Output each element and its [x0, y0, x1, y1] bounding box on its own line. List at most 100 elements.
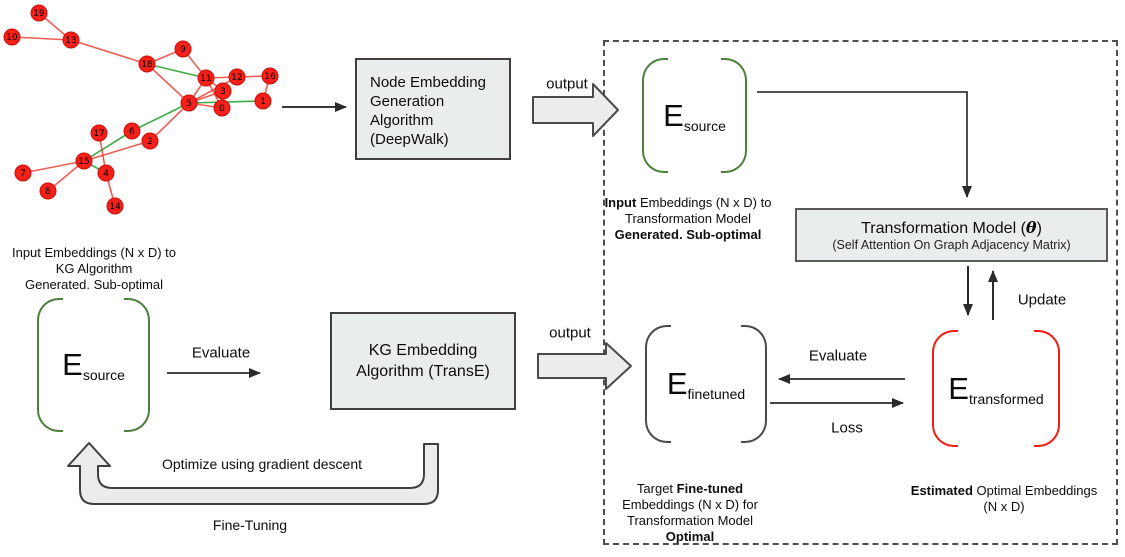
graph-node-label: 13 [65, 36, 76, 46]
graph-edge [131, 102, 190, 132]
graph-edge [11, 36, 72, 41]
graph-edge [236, 75, 271, 78]
graph-node [123, 122, 141, 140]
graph-node [254, 92, 272, 110]
graph-node [75, 152, 93, 170]
loss-label: Loss [831, 419, 863, 437]
graph-node-label: 0 [219, 104, 225, 114]
graph-node [39, 182, 57, 200]
graph-node-label: 4 [103, 169, 109, 179]
graph-node-label: 2 [147, 137, 153, 147]
graph-edge [22, 160, 85, 174]
graph-node-label: 3 [220, 87, 226, 97]
graph-node-label: 10 [6, 33, 18, 43]
graph-edge [47, 160, 85, 192]
graph-edge [188, 100, 264, 104]
graph-node [14, 164, 32, 182]
graph-edge [98, 132, 107, 174]
graph-node-label: 18 [141, 60, 153, 70]
graph-node [180, 94, 198, 112]
graph-edge [188, 77, 207, 104]
graph-edge [149, 102, 190, 142]
graph-node [90, 124, 108, 142]
caption-transformed: Estimated Optimal Embeddings (N x D) [910, 483, 1098, 514]
caption-finetuned: Target Fine-tuned Embeddings (N x D) for… [622, 481, 758, 544]
graph-edge [146, 48, 184, 65]
graph-edge [188, 76, 238, 104]
graph-node-label: 7 [20, 169, 26, 179]
node-embedding-box: Node Embedding Generation Algorithm (Dee… [355, 58, 511, 160]
update-label: Update [1017, 291, 1067, 309]
graph-node [214, 82, 232, 100]
theta-symbol: θ [1025, 217, 1037, 237]
graph-node [138, 55, 156, 73]
kg-embedding-box: KG Embedding Algorithm (TransE) [330, 312, 516, 410]
graph-node [3, 28, 21, 46]
graph-node-label: 12 [231, 73, 242, 83]
transformation-model-subtitle: (Self Attention On Graph Adjacency Matri… [832, 237, 1071, 252]
graph-edge [83, 140, 151, 162]
graph-node [174, 40, 192, 58]
graph-node-label: 14 [109, 202, 121, 212]
graph-node-label: 6 [129, 127, 135, 137]
graph-edge [205, 77, 223, 109]
node-embedding-box-line: Algorithm [370, 112, 434, 129]
graph-edge [262, 75, 271, 102]
evaluate-label-right: Evaluate [808, 347, 868, 365]
transformation-model-title: Transformation Model (θ) [861, 217, 1042, 237]
graph-edge [105, 172, 116, 207]
graph-edge [70, 39, 148, 65]
graph-node-label: 5 [186, 99, 192, 109]
graph-node-label: 17 [93, 129, 104, 139]
graph-edge [146, 63, 190, 104]
node-embedding-box-line: Generation [370, 93, 445, 110]
graph-node [228, 68, 246, 86]
graph-edge [188, 90, 224, 104]
caption-graph-input: Input Embeddings (N x D) to KG Algorithm… [11, 245, 177, 292]
graph-node [106, 197, 124, 215]
kg-box-line: KG Embedding [368, 342, 478, 359]
graph-node-label: 9 [180, 45, 186, 55]
graph-node [261, 67, 279, 85]
graph-node-label: 19 [33, 9, 45, 19]
graph-node [62, 31, 80, 49]
graph-node-label: 8 [45, 187, 51, 197]
graph-node [197, 69, 215, 87]
graph-edge [188, 102, 223, 109]
graph-node [97, 164, 115, 182]
graph-edge [205, 76, 238, 79]
evaluate-label-left: Evaluate [191, 344, 251, 362]
graph-edge [83, 160, 107, 174]
output-label-bottom: output [549, 324, 591, 342]
output-label-top: output [546, 75, 588, 93]
graph-edge [38, 12, 72, 41]
transformation-model-box: Transformation Model (θ) (Self Attention… [795, 208, 1108, 262]
graph-edge [146, 63, 207, 79]
graph-node-label: 1 [260, 97, 266, 107]
optimize-label: Optimize using gradient descent [162, 456, 362, 472]
graph-node [141, 132, 159, 150]
graph-edge [205, 77, 224, 92]
node-embedding-box-line: (DeepWalk) [370, 131, 449, 148]
graph-node [213, 99, 231, 117]
graph-node-label: 15 [78, 157, 89, 167]
dashed-region-border [603, 40, 1118, 545]
graph-edge [182, 48, 207, 79]
graph-node-label: 11 [200, 74, 211, 84]
graph-edge [83, 130, 133, 162]
caption-source-top: Input Embeddings (N x D) to Transformati… [604, 195, 772, 242]
graph-node-label: 16 [264, 72, 276, 82]
fine-tuning-label: Fine-Tuning [212, 517, 288, 533]
node-embedding-box-line: Node Embedding [370, 74, 486, 91]
fine-tuning-loop-arrow [67, 442, 439, 505]
graph-node [30, 4, 48, 22]
